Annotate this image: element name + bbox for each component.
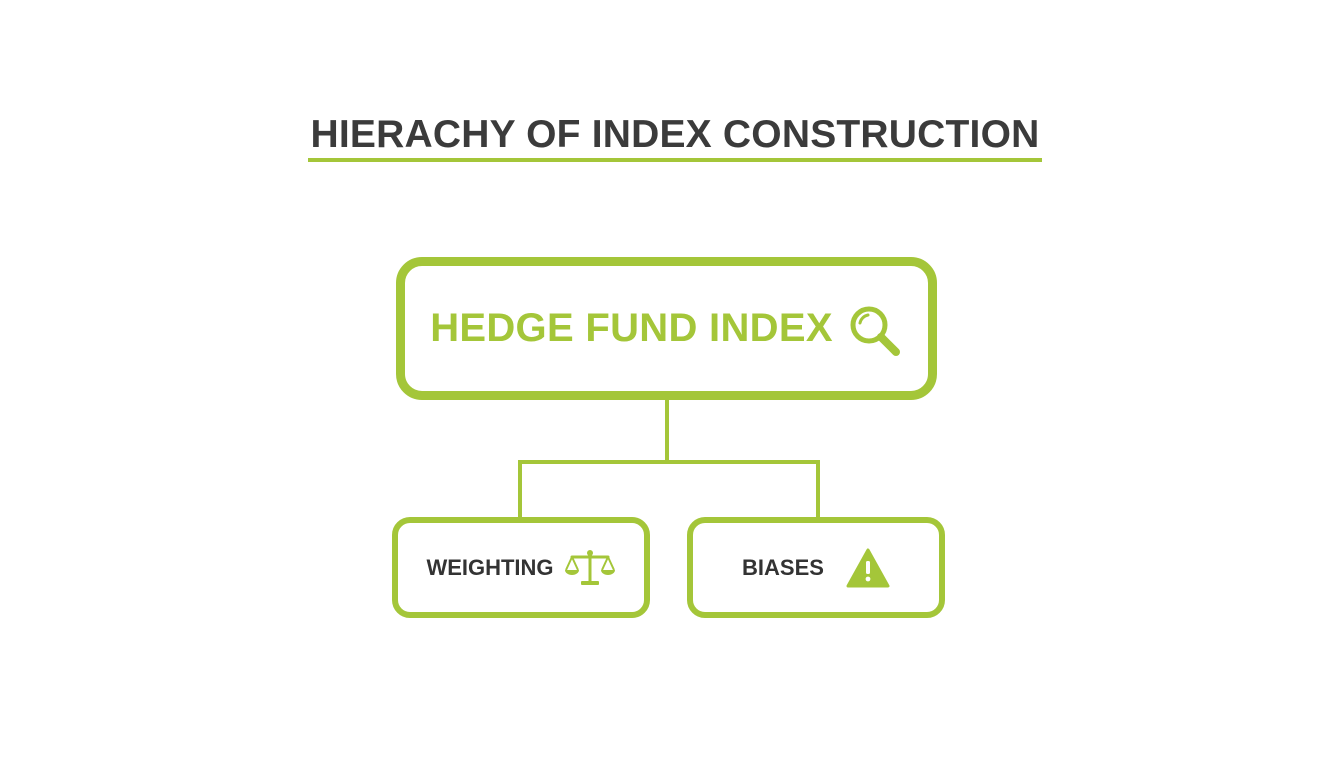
balance-scale-icon [564, 548, 616, 588]
child-node-biases: BIASES [687, 517, 945, 618]
root-node-hedge-fund-index: HEDGE FUND INDEX [396, 257, 937, 400]
warning-triangle-icon [846, 548, 890, 588]
biases-label: BIASES [742, 554, 824, 580]
title-block: HIERACHY OF INDEX CONSTRUCTION [308, 112, 1042, 164]
root-node-label: HEDGE FUND INDEX [430, 306, 833, 350]
child-node-weighting: WEIGHTING [392, 517, 650, 618]
weighting-label: WEIGHTING [426, 554, 554, 580]
magnifying-glass-icon [847, 303, 903, 359]
page-title: HIERACHY OF INDEX CONSTRUCTION [310, 113, 1040, 156]
title-underline [308, 158, 1042, 162]
